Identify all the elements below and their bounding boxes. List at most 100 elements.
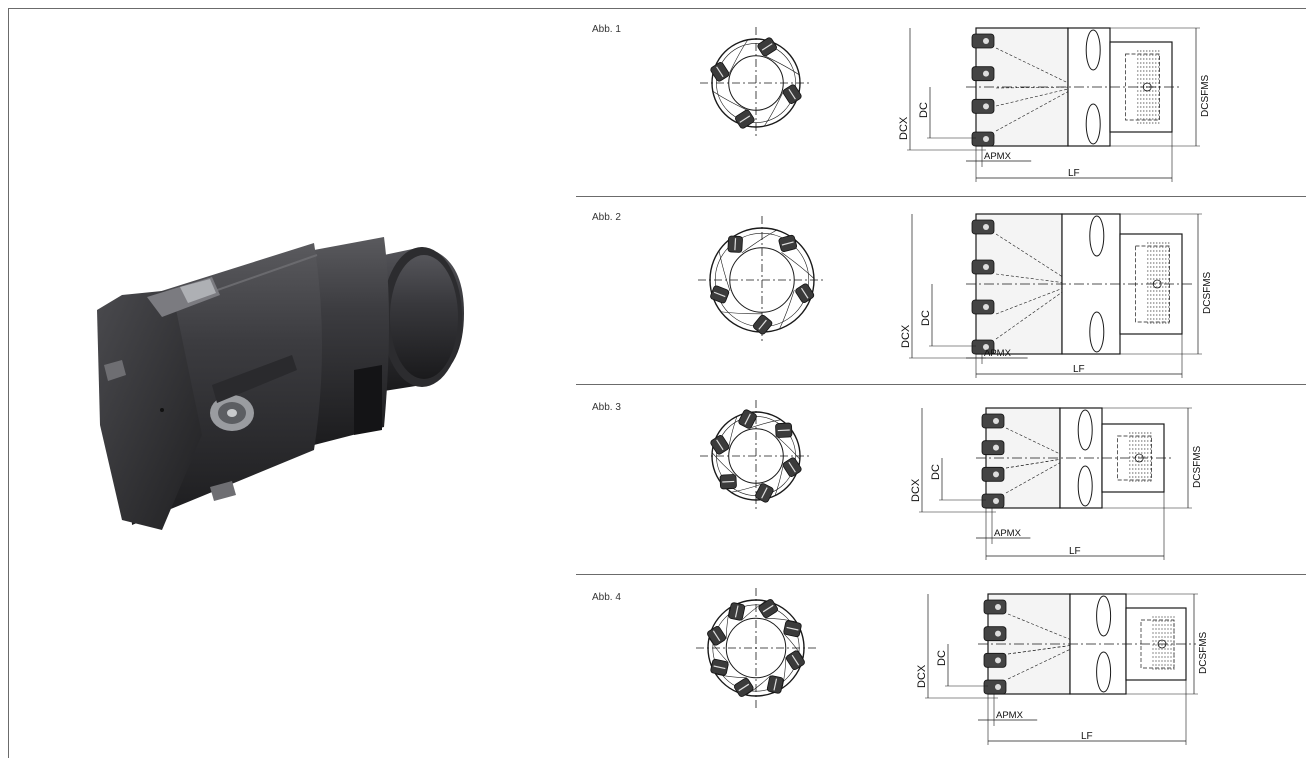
apmx-label: APMX: [984, 151, 1012, 162]
outer-diameter-circle: [711, 38, 801, 128]
drive-slot: [1085, 103, 1101, 145]
insert-screw: [993, 471, 999, 478]
flute-line: [774, 464, 784, 496]
flute-line: [711, 452, 736, 476]
flute-line: [720, 311, 763, 315]
coolant-channel: [995, 273, 1074, 285]
coolant-channel: [995, 283, 1074, 340]
insert-edge: [777, 429, 790, 432]
coolant-channel: [995, 86, 1077, 107]
coolant-channel: [1005, 457, 1069, 494]
flute-line: [741, 229, 777, 254]
lf-label: LF: [1069, 546, 1081, 557]
insert-mark: [785, 650, 805, 670]
dcx-label: DCX: [898, 116, 910, 140]
drive-slot: [1089, 311, 1105, 353]
insert-edge: [761, 487, 768, 499]
insert-mark: [710, 658, 729, 676]
milling-cutter-photo: [97, 237, 464, 530]
flute-line: [776, 436, 801, 460]
insert-edge: [713, 291, 726, 298]
coolant-channel: [995, 86, 1077, 132]
insert-mark: [757, 37, 777, 57]
insert-edge: [800, 287, 809, 299]
coolant-channel: [1007, 643, 1082, 655]
apmx-label: APMX: [984, 348, 1012, 359]
front-view-drawing: [700, 400, 812, 512]
insert-edge: [781, 241, 794, 246]
coolant-channel: [1005, 457, 1069, 469]
flute-line: [741, 600, 767, 621]
insert-edge: [722, 480, 735, 483]
dc-label: DC: [920, 310, 932, 326]
flute-line: [725, 607, 731, 639]
figure-label: Abb. 3: [592, 402, 621, 413]
drive-slot: [1096, 595, 1112, 637]
coolant-channel: [1007, 613, 1082, 645]
insert-mark: [755, 483, 774, 503]
drive-slot: [1085, 29, 1101, 71]
drive-slot: [1077, 409, 1093, 451]
insert-screw: [993, 418, 999, 424]
insert-mark: [710, 435, 730, 455]
front-view-drawing: [700, 27, 812, 139]
cutter-shank: [1109, 41, 1173, 133]
dcx-label: DCX: [916, 664, 928, 688]
bore-circle: [725, 617, 787, 679]
insert-mark: [734, 677, 754, 697]
dcsfms-label: DCSFMS: [1202, 271, 1213, 314]
insert-edge: [734, 238, 737, 251]
dc-label: DC: [936, 650, 948, 666]
dc-label: DC: [918, 102, 930, 118]
insert-mark: [782, 84, 802, 104]
drive-slot: [1077, 465, 1093, 507]
coolant-channel: [1005, 427, 1069, 459]
insert-screw: [983, 38, 989, 44]
flute-line: [749, 419, 781, 429]
insert-screw: [995, 604, 1001, 610]
dcsfms-label: DCSFMS: [1200, 74, 1211, 117]
apmx-label: APMX: [996, 710, 1024, 721]
insert-mark: [728, 602, 746, 621]
coolant-channel: [1007, 643, 1082, 680]
insert-screw: [993, 444, 999, 451]
insert-edge: [716, 439, 724, 451]
insert-mark: [727, 235, 743, 253]
insert-mark: [775, 422, 793, 438]
insert-edge: [744, 413, 751, 425]
insert-edge: [738, 683, 750, 692]
insert-edge: [761, 43, 773, 51]
insert-mark: [783, 620, 802, 638]
cutter-collar: [1069, 593, 1127, 695]
insert-screw: [983, 70, 989, 77]
insert-mark: [752, 314, 773, 335]
flute-line: [781, 657, 787, 689]
insert-mark: [710, 285, 730, 304]
row-separator: [576, 574, 1306, 575]
flute-line: [708, 637, 729, 663]
insert-screw: [983, 344, 989, 350]
bore-circle: [728, 55, 784, 111]
figure-label: Abb. 4: [592, 592, 621, 603]
flute-line: [715, 673, 747, 679]
figure-label: Abb. 1: [592, 24, 621, 35]
insert-screw: [995, 684, 1001, 690]
insert-mark: [778, 234, 798, 252]
flute-line: [712, 90, 748, 111]
bore-circle: [729, 247, 795, 313]
insert-edge: [712, 630, 721, 642]
insert-mark: [707, 626, 727, 646]
page-frame: [8, 8, 1306, 758]
outer-diameter-circle: [707, 599, 805, 697]
flute-line: [745, 675, 771, 696]
outer-diameter-circle: [711, 411, 801, 501]
insert-screw: [995, 657, 1001, 664]
drive-slot: [1089, 215, 1105, 257]
insert-edge: [758, 319, 767, 330]
insert-mark: [782, 457, 802, 477]
